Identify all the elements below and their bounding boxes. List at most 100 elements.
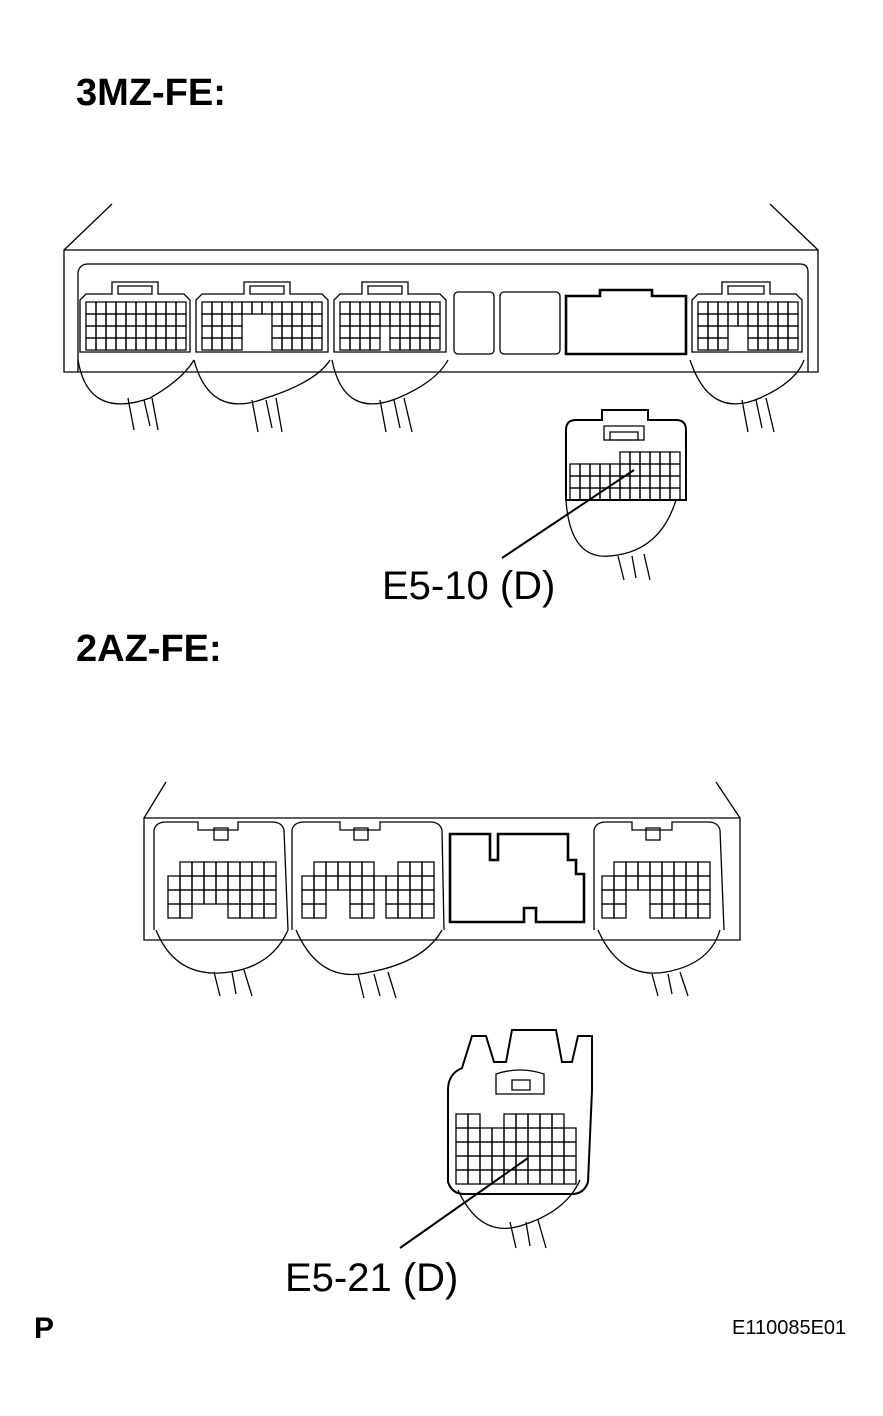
pin-cell	[468, 1128, 480, 1142]
pin-cell	[166, 338, 176, 350]
pin-cell	[504, 1170, 516, 1184]
connector-3mz-b	[194, 282, 330, 432]
pin-cell	[660, 476, 670, 488]
pin-cell	[778, 302, 788, 314]
pin-cell	[698, 326, 708, 338]
pin-cell	[580, 488, 590, 500]
pin-cell	[252, 890, 264, 904]
pin-cell	[380, 302, 390, 314]
pin-cell	[222, 338, 232, 350]
pin-cell	[564, 1128, 576, 1142]
pin-cell	[626, 862, 638, 876]
pin-cell	[686, 904, 698, 918]
pin-cell	[430, 314, 440, 326]
page-marker: P	[34, 1312, 55, 1345]
pin-cell	[350, 904, 362, 918]
pin-cell	[264, 862, 276, 876]
pin-cell	[564, 1170, 576, 1184]
pin-cell	[272, 326, 282, 338]
pin-cell	[650, 476, 660, 488]
pin-cell	[292, 338, 302, 350]
pin-cell	[302, 876, 314, 890]
pin-cell	[758, 338, 768, 350]
pin-cell	[192, 876, 204, 890]
pin-cell	[202, 302, 212, 314]
pin-cell	[468, 1170, 480, 1184]
pin-cell	[326, 862, 338, 876]
pin-cell	[570, 488, 580, 500]
pin-cell	[96, 314, 106, 326]
pin-cell	[420, 338, 430, 350]
pin-cell	[302, 338, 312, 350]
connector-3mz-e	[690, 282, 804, 432]
pin-cell	[192, 862, 204, 876]
pin-cell	[516, 1170, 528, 1184]
pin-cell	[212, 326, 222, 338]
pin-cell	[350, 890, 362, 904]
pin-cell	[350, 876, 362, 890]
pin-cell	[168, 890, 180, 904]
pin-cell	[614, 904, 626, 918]
pin-cell	[516, 1128, 528, 1142]
pin-cell	[660, 464, 670, 476]
pin-cell	[86, 338, 96, 350]
pin-cell	[282, 302, 292, 314]
pin-cell	[686, 876, 698, 890]
pin-cell	[156, 302, 166, 314]
pin-cell	[360, 326, 370, 338]
pin-cell	[778, 326, 788, 338]
pin-cell	[228, 904, 240, 918]
pin-cell	[116, 326, 126, 338]
pin-cell	[176, 302, 186, 314]
pin-cell	[410, 302, 420, 314]
pin-cell	[176, 338, 186, 350]
pin-cell	[232, 302, 242, 314]
pin-cell	[626, 876, 638, 890]
pin-cell	[272, 338, 282, 350]
pin-cell	[400, 326, 410, 338]
pin-cell	[338, 862, 350, 876]
pin-cell	[788, 302, 798, 314]
pin-cell	[380, 314, 390, 326]
pin-cell	[410, 326, 420, 338]
pin-cell	[468, 1142, 480, 1156]
pin-cell	[540, 1114, 552, 1128]
pin-cell	[350, 314, 360, 326]
ecm-3mz-fe	[64, 204, 818, 372]
pin-cell	[222, 314, 232, 326]
figure-id: E110085E01	[732, 1317, 847, 1339]
pin-cell	[698, 314, 708, 326]
pin-cell	[674, 862, 686, 876]
pin-cell	[136, 326, 146, 338]
pin-cell	[698, 876, 710, 890]
pin-cell	[242, 302, 252, 314]
connector-2az-d	[594, 822, 724, 996]
engine-heading-2az-fe: 2AZ-FE:	[76, 628, 222, 670]
pin-cell	[390, 326, 400, 338]
pin-cell	[528, 1170, 540, 1184]
pin-cell	[338, 876, 350, 890]
pin-cell	[216, 876, 228, 890]
pin-cell	[146, 314, 156, 326]
pin-cell	[698, 904, 710, 918]
pin-cell	[252, 904, 264, 918]
pin-cell	[748, 326, 758, 338]
pin-cell	[686, 862, 698, 876]
pin-cell	[422, 862, 434, 876]
pin-cell	[698, 302, 708, 314]
pin-cell	[430, 326, 440, 338]
pin-cell	[410, 876, 422, 890]
pin-cell	[516, 1142, 528, 1156]
pin-cell	[660, 452, 670, 464]
pin-cell	[640, 452, 650, 464]
pin-cell	[662, 876, 674, 890]
pin-cell	[136, 302, 146, 314]
pin-cell	[600, 464, 610, 476]
pin-cell	[590, 464, 600, 476]
pin-cell	[768, 302, 778, 314]
pin-cell	[126, 338, 136, 350]
pin-cell	[564, 1156, 576, 1170]
pin-cell	[156, 314, 166, 326]
pin-cell	[456, 1128, 468, 1142]
